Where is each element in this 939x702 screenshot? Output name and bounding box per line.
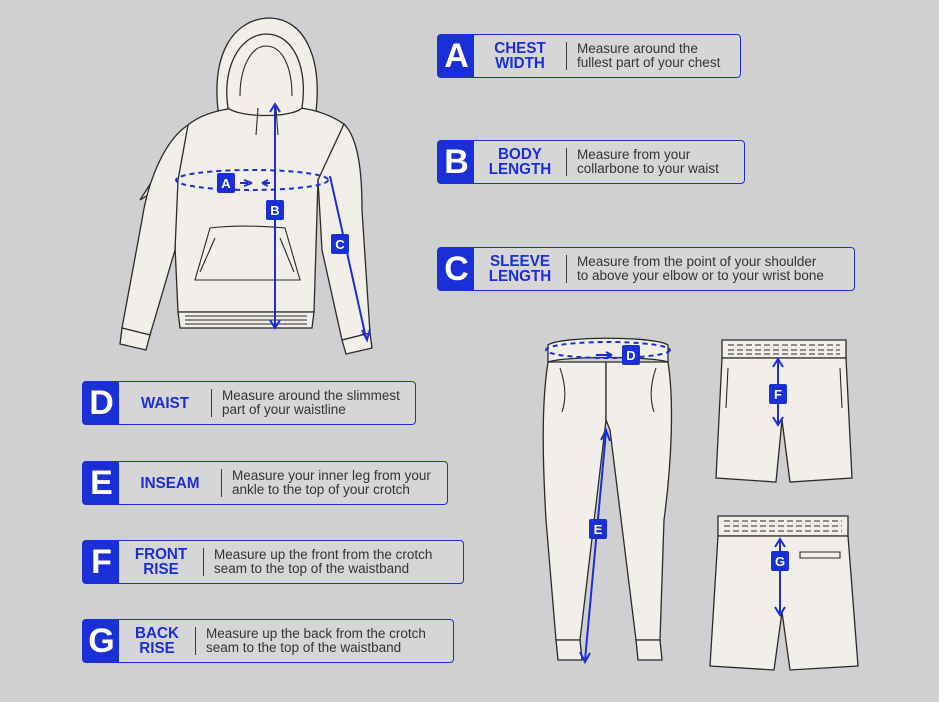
card-description: Measure from the point of your shoulder … xyxy=(577,254,824,283)
card-letter: B xyxy=(438,141,474,183)
card-title: FRONT RISE xyxy=(134,546,188,578)
waist-measure-line: D xyxy=(545,341,671,365)
badge-g: G xyxy=(771,551,789,571)
card-title: INSEAM xyxy=(140,474,200,492)
card-chest-width: A CHEST WIDTH Measure around the fullest… xyxy=(437,34,741,78)
card-inseam: E INSEAM Measure your inner leg from you… xyxy=(82,461,448,505)
inseam-measure-line: E xyxy=(579,427,611,665)
shorts-front-shape xyxy=(715,339,853,483)
card-divider xyxy=(221,469,222,497)
badge-c: C xyxy=(331,234,349,254)
card-letter: F xyxy=(83,541,119,583)
card-title: BACK RISE xyxy=(135,625,179,657)
svg-text:B: B xyxy=(270,203,279,218)
svg-text:E: E xyxy=(594,522,603,537)
body-length-measure-line: B xyxy=(266,102,284,330)
badge-b: B xyxy=(266,200,284,220)
svg-text:D: D xyxy=(626,348,635,363)
card-divider xyxy=(566,42,567,70)
card-divider xyxy=(211,389,212,417)
card-letter: D xyxy=(83,382,119,424)
card-description: Measure up the back from the crotch seam… xyxy=(206,626,426,655)
card-divider xyxy=(203,548,204,576)
card-title: CHEST WIDTH xyxy=(494,40,546,72)
svg-text:F: F xyxy=(774,387,782,402)
badge-f: F xyxy=(769,384,787,404)
chest-measure-line: A xyxy=(175,169,329,193)
card-divider xyxy=(566,255,567,283)
card-divider xyxy=(195,627,196,655)
card-front-rise: F FRONT RISE Measure up the front from t… xyxy=(82,540,464,584)
hoodie-shape xyxy=(119,17,373,355)
card-title: WAIST xyxy=(140,394,190,412)
card-description: Measure around the fullest part of your … xyxy=(577,41,721,70)
card-letter: G xyxy=(83,620,119,662)
shorts-back-shape xyxy=(709,515,859,671)
sleeve-length-measure-line: C xyxy=(329,175,371,343)
card-waist: D WAIST Measure around the slimmest part… xyxy=(82,381,416,425)
card-letter: A xyxy=(438,35,474,77)
card-letter: E xyxy=(83,462,119,504)
card-divider xyxy=(566,148,567,176)
card-description: Measure from your collarbone to your wai… xyxy=(577,147,719,176)
badge-d: D xyxy=(622,345,640,365)
card-letter: C xyxy=(438,248,474,290)
card-title: SLEEVE LENGTH xyxy=(488,253,552,285)
svg-text:G: G xyxy=(775,554,785,569)
badge-e: E xyxy=(589,519,607,539)
card-description: Measure up the front from the crotch sea… xyxy=(214,547,433,576)
joggers-shape xyxy=(542,337,673,661)
card-sleeve-length: C SLEEVE LENGTH Measure from the point o… xyxy=(437,247,855,291)
back-rise-measure-line: G xyxy=(771,537,789,617)
svg-text:C: C xyxy=(335,237,345,252)
card-title: BODY LENGTH xyxy=(488,146,552,178)
card-body-length: B BODY LENGTH Measure from your collarbo… xyxy=(437,140,745,184)
svg-text:A: A xyxy=(221,176,231,191)
card-back-rise: G BACK RISE Measure up the back from the… xyxy=(82,619,454,663)
card-description: Measure around the slimmest part of your… xyxy=(222,388,400,417)
card-description: Measure your inner leg from your ankle t… xyxy=(232,468,431,497)
badge-a: A xyxy=(217,173,235,193)
front-rise-measure-line: F xyxy=(769,357,787,427)
